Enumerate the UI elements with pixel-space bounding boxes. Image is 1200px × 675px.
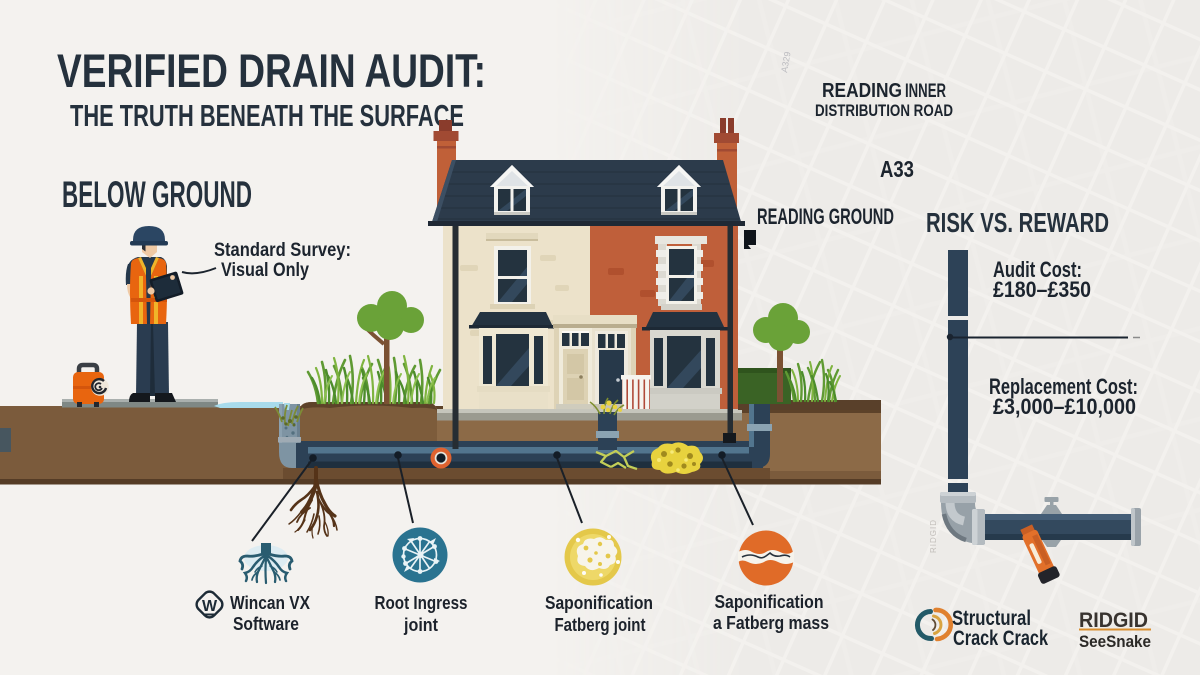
svg-text:W: W bbox=[202, 598, 218, 615]
svg-text:SeeSnake: SeeSnake bbox=[1079, 632, 1151, 651]
svg-text:THE TRUTH BENEATH THE SURFACE: THE TRUTH BENEATH THE SURFACE bbox=[70, 98, 464, 133]
svg-text:Root Ingress: Root Ingress bbox=[375, 592, 468, 613]
svg-text:Software: Software bbox=[233, 613, 299, 634]
svg-text:Saponification: Saponification bbox=[715, 591, 824, 612]
svg-text:Saponification: Saponification bbox=[545, 592, 653, 613]
svg-text:RIDGID: RIDGID bbox=[1079, 609, 1148, 632]
svg-text:joint: joint bbox=[403, 614, 438, 635]
svg-text:RIDGID: RIDGID bbox=[929, 519, 938, 553]
svg-text:Fatberg joint: Fatberg joint bbox=[555, 614, 646, 635]
svg-text:£180–£350: £180–£350 bbox=[993, 277, 1091, 302]
svg-text:DISTRIBUTION ROAD: DISTRIBUTION ROAD bbox=[815, 101, 953, 120]
svg-text:RISK VS. REWARD: RISK VS. REWARD bbox=[926, 207, 1109, 238]
svg-text:READING GROUND: READING GROUND bbox=[757, 204, 894, 229]
svg-text:A33: A33 bbox=[880, 156, 914, 182]
svg-text:Standard Survey:: Standard Survey: bbox=[214, 240, 351, 261]
svg-text:BELOW GROUND: BELOW GROUND bbox=[62, 174, 252, 215]
svg-text:A329: A329 bbox=[779, 51, 793, 73]
svg-text:Visual Only: Visual Only bbox=[221, 260, 309, 281]
svg-text:VERIFIED DRAIN AUDIT:: VERIFIED DRAIN AUDIT: bbox=[57, 44, 486, 97]
svg-text:Crack Crack: Crack Crack bbox=[953, 627, 1048, 650]
svg-text:Audit Cost:: Audit Cost: bbox=[993, 257, 1082, 282]
svg-text:Structural: Structural bbox=[952, 607, 1031, 630]
svg-text:£3,000–£10,000: £3,000–£10,000 bbox=[993, 394, 1136, 419]
svg-text:a Fatberg mass: a Fatberg mass bbox=[713, 612, 829, 633]
svg-text:Replacement Cost:: Replacement Cost: bbox=[989, 374, 1138, 399]
svg-text:Wincan VX: Wincan VX bbox=[230, 592, 311, 613]
